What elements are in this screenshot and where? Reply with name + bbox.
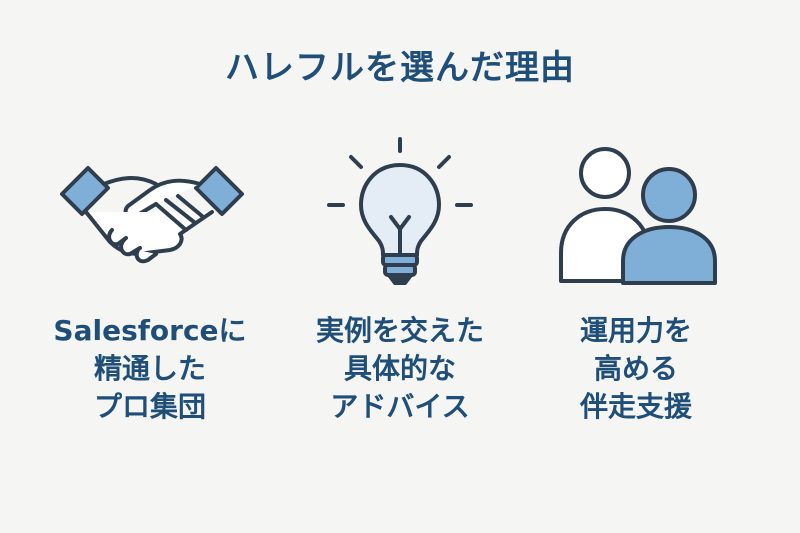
- reason-1-line-2: 精通した: [93, 352, 206, 385]
- reason-1-line-1: Salesforceに: [53, 314, 247, 347]
- page-title: ハレフルを選んだ理由: [225, 48, 575, 88]
- handshake-icon: [60, 166, 244, 264]
- reason-3-line-1: 運用力を: [579, 314, 692, 347]
- lightbulb-icon: [327, 137, 473, 285]
- reason-2-line-1: 実例を交えた: [315, 314, 484, 347]
- reason-caption-1: Salesforceに 精通した プロ集団: [30, 312, 270, 426]
- reason-2-line-3: アドバイス: [330, 390, 470, 423]
- reason-caption-3: 運用力を 高める 伴走支援: [516, 312, 756, 426]
- people-icon: [559, 147, 717, 285]
- reason-1-line-3: プロ集団: [93, 390, 206, 423]
- reason-caption-2: 実例を交えた 具体的な アドバイス: [280, 312, 520, 426]
- reason-3-line-2: 高める: [593, 352, 678, 385]
- reason-2-line-2: 具体的な: [343, 352, 456, 385]
- reason-3-line-3: 伴走支援: [579, 390, 692, 423]
